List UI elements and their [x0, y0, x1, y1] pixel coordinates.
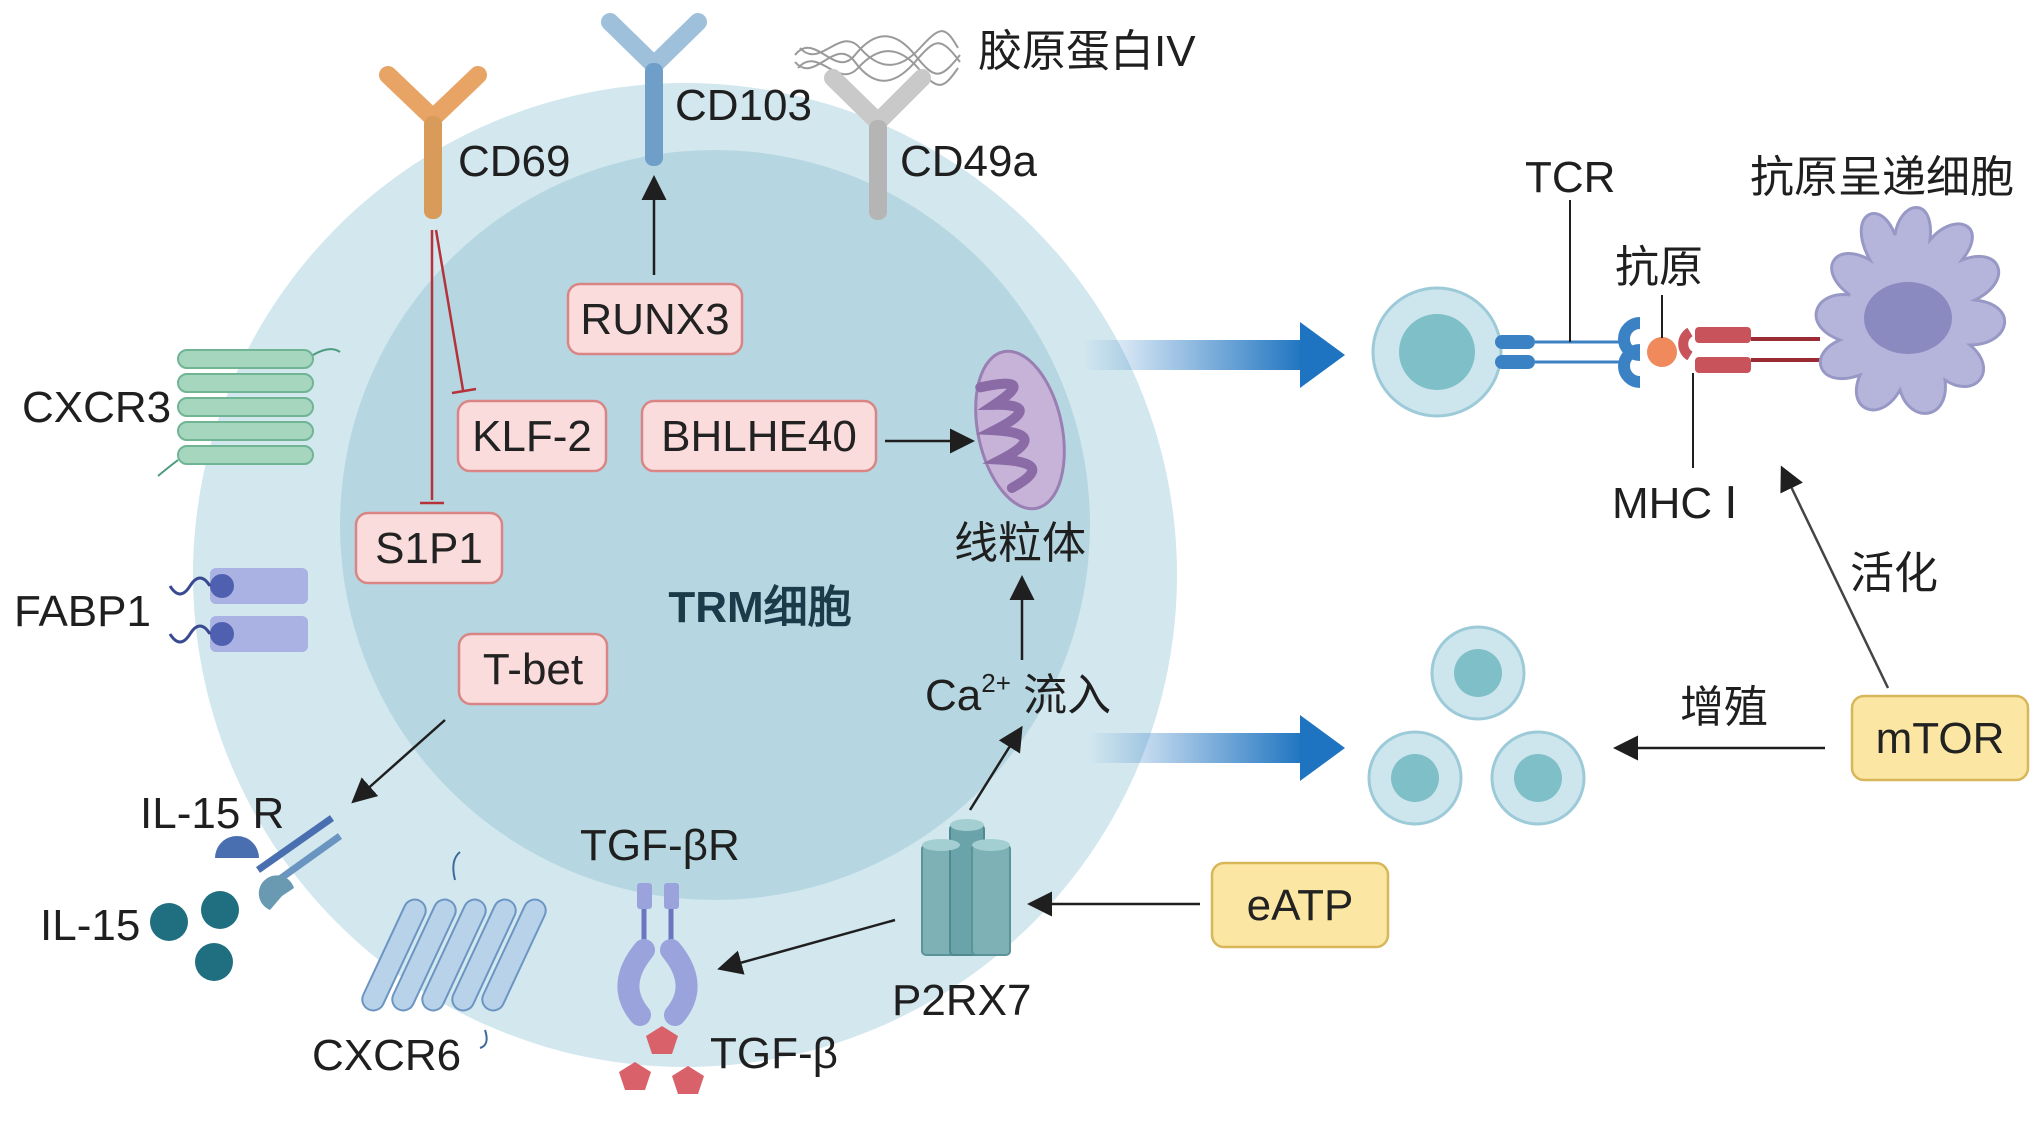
tgfbr-label: TGF-βR: [580, 821, 740, 870]
p2rx7-to-tgfbr-arrow: [717, 918, 896, 975]
p2rx7-label: P2RX7: [892, 976, 1031, 1025]
tf-runx3-label: RUNX3: [580, 295, 729, 344]
tgfb-label: TGF-β: [710, 1029, 838, 1078]
activate-label: 活化: [1850, 549, 1938, 598]
tf-bhlhe40-box: BHLHE40: [640, 399, 878, 473]
tf-bhlhe40-label: BHLHE40: [661, 412, 857, 461]
p2rx7-to-ca-arrow: [968, 725, 1023, 811]
eatp-box: eATP: [1210, 861, 1390, 949]
mito-label: 线粒体: [954, 519, 1086, 568]
tcr-icon: [1495, 200, 1641, 388]
tf-s1p1-box: S1P1: [354, 511, 504, 585]
tbet-to-il15r-arrow: [351, 719, 446, 804]
antigen-icon: [1647, 337, 1677, 367]
proliferate-label: 增殖: [1680, 683, 1768, 732]
cd103-label: CD103: [675, 81, 812, 130]
tgfb-icon: [619, 1026, 704, 1094]
tf-runx3-box: RUNX3: [566, 282, 744, 356]
eatp-label: eATP: [1247, 881, 1354, 930]
apc-icon: [1814, 206, 2006, 415]
ca-flux-label: Ca2+ 流入: [925, 668, 1111, 720]
antigen-label: 抗原: [1615, 243, 1703, 292]
cd49a-receptor-icon: [824, 69, 931, 220]
mhc-i-label: MHC Ⅰ: [1612, 479, 1737, 528]
collagen-iv-icon: [794, 30, 961, 86]
tf-tbet-label: T-bet: [483, 645, 583, 694]
proliferating-cells-icon: [1367, 625, 1586, 826]
tf-klf2-box: KLF-2: [456, 399, 608, 473]
cd69-receptor-icon: [379, 66, 487, 219]
flow-arrow-proliferation: [1088, 715, 1345, 781]
cxcr3-label: CXCR3: [22, 383, 171, 432]
cd49a-label: CD49a: [900, 137, 1037, 186]
t-cell-icon: [1371, 286, 1503, 418]
il15r-label: IL-15 R: [140, 789, 284, 838]
mtor-to-apc-arrow: [1780, 465, 1890, 689]
cell-title: TRM细胞: [668, 583, 851, 632]
flow-arrow-activation: [1083, 322, 1345, 388]
cd69-inhibit-s1p1: [420, 230, 444, 505]
mhc-i-icon: [1678, 327, 1820, 468]
ca-flux-sup: 2+: [981, 668, 1011, 698]
tf-s1p1-label: S1P1: [375, 524, 483, 573]
tf-tbet-box: T-bet: [457, 632, 609, 706]
ca-flux-suffix: 流入: [1011, 671, 1111, 720]
tgfbr-icon: [617, 883, 698, 1026]
mtor-label: mTOR: [1876, 714, 2005, 763]
cd69-label: CD69: [458, 137, 571, 186]
cxcr3-receptor-icon: [157, 348, 341, 477]
cxcr6-receptor-icon: [361, 851, 547, 1049]
mtor-box: mTOR: [1850, 694, 2030, 782]
cxcr6-label: CXCR6: [312, 1031, 461, 1080]
ca-flux-ca: Ca: [925, 671, 982, 720]
fabp1-icon: [168, 568, 308, 652]
p2rx7-channel-icon: [921, 819, 1011, 956]
il15-label: IL-15: [40, 901, 140, 950]
il15r-icon: [215, 815, 343, 910]
tcr-label: TCR: [1525, 153, 1615, 202]
fabp1-label: FABP1: [14, 587, 151, 636]
trm-cell-nucleus: [340, 150, 1090, 900]
cd69-inhibit-klf2: [434, 229, 477, 395]
cd103-receptor-icon: [601, 13, 707, 166]
mitochondrion-icon: [974, 349, 1066, 511]
apc-label: 抗原呈递细胞: [1750, 153, 2014, 202]
il15-icon: [150, 891, 239, 981]
tf-klf2-label: KLF-2: [472, 412, 592, 461]
collagen-iv-label: 胶原蛋白IV: [978, 27, 1196, 76]
